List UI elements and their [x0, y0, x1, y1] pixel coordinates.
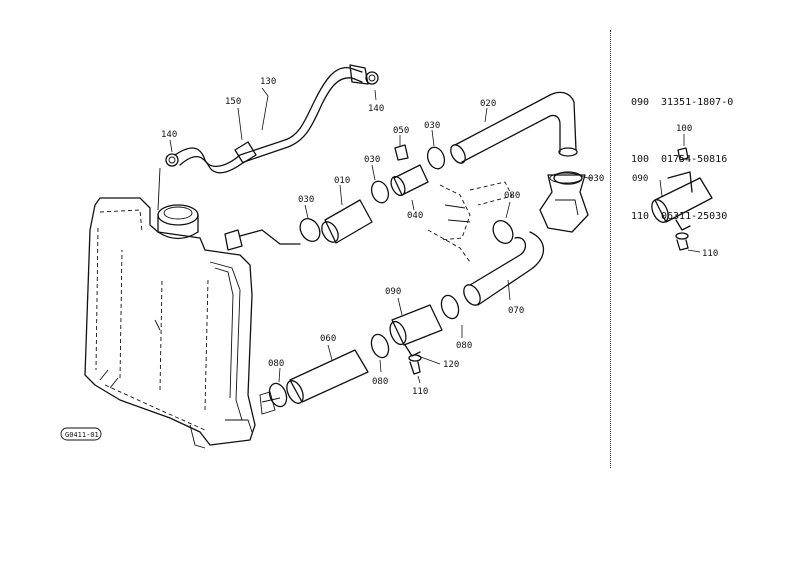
hose-clamps	[268, 146, 589, 408]
callout-090: 090	[632, 174, 648, 184]
part-code: 100	[631, 154, 650, 165]
callout-120: 120	[443, 360, 459, 370]
leader-lines	[169, 87, 701, 384]
part-code: 110	[631, 211, 650, 222]
callout-010: 010	[334, 176, 350, 186]
callout-labels: 130 150 140 140 020 030 030 050 030 010 …	[161, 77, 718, 397]
hose-020	[450, 91, 578, 164]
parts-row: 100 01754-50816	[631, 150, 733, 169]
hose-010	[239, 144, 429, 245]
hose-060	[261, 349, 369, 404]
callout-030: 030	[424, 121, 440, 131]
callout-030: 030	[588, 174, 604, 184]
callout-050: 050	[393, 126, 409, 136]
section-divider	[610, 30, 611, 468]
callout-060: 060	[320, 334, 336, 344]
parts-row: 090 31351-1807-0	[631, 93, 733, 112]
callout-080: 080	[372, 377, 388, 387]
callout-080: 080	[456, 341, 472, 351]
callout-030: 030	[364, 155, 380, 165]
part-number: 06311-25030	[661, 211, 728, 222]
part-code: 090	[631, 97, 650, 108]
callout-130: 130	[260, 77, 276, 87]
callout-080: 080	[268, 359, 284, 369]
callout-110: 110	[702, 249, 718, 259]
callout-110: 110	[412, 387, 428, 397]
drawing-reference: G0411-01	[60, 427, 102, 441]
radiator	[84, 197, 276, 449]
parts-row: 110 06311-25030	[631, 207, 733, 226]
callout-080: 080	[504, 191, 520, 201]
callout-150: 150	[225, 97, 241, 107]
callout-040: 040	[407, 211, 423, 221]
part-number: 31351-1807-0	[661, 97, 734, 108]
overflow-pipe	[154, 64, 379, 331]
callout-140: 140	[161, 130, 177, 140]
callout-030: 030	[298, 195, 314, 205]
drawing-reference-code: G0411-01	[65, 431, 99, 439]
callout-100: 100	[676, 124, 692, 134]
part-number: 01754-50816	[661, 154, 728, 165]
detail-part-090	[651, 147, 713, 251]
callout-090: 090	[385, 287, 401, 297]
hose-070	[463, 231, 545, 306]
engine-side	[427, 181, 513, 263]
callout-070: 070	[508, 306, 524, 316]
pipe-090	[389, 304, 443, 375]
parts-table: 090 31351-1807-0 100 01754-50816 110 06311-…	[631, 55, 733, 245]
water-flange	[539, 172, 589, 233]
callout-020: 020	[480, 99, 496, 109]
callout-140: 140	[368, 104, 384, 114]
